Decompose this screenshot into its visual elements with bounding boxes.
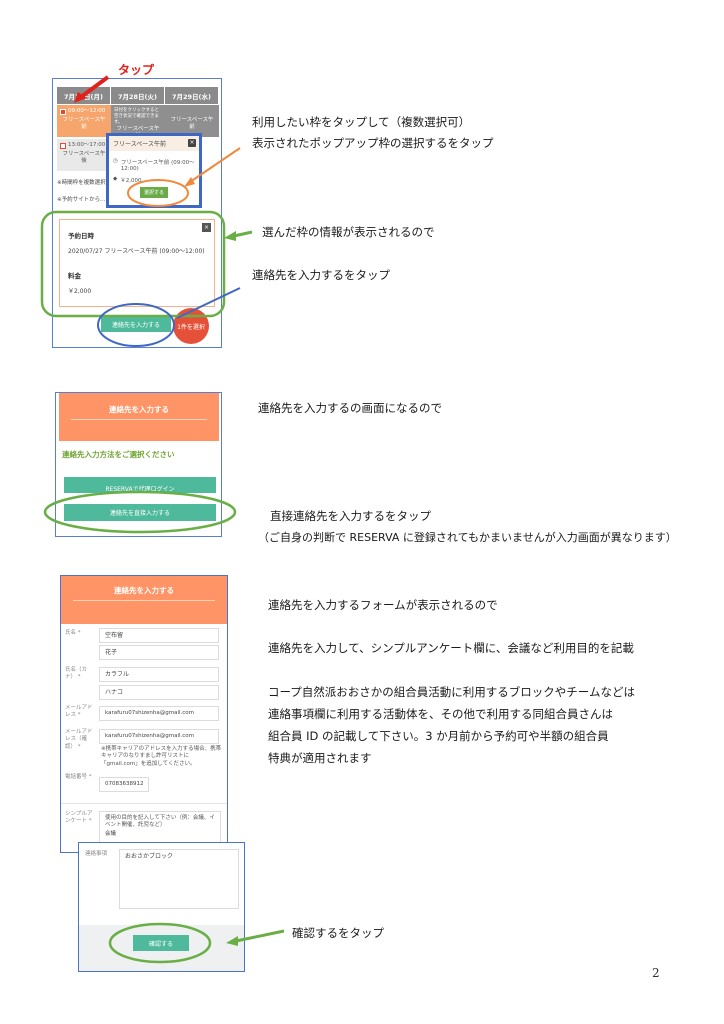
reserva-login-button[interactable]: RESERVAで代理ログイン (64, 477, 216, 493)
form-header: 連絡先を入力する (61, 576, 227, 624)
day-header-wed[interactable]: 7月29日(水) (165, 87, 219, 104)
page-number: 2 (652, 966, 660, 980)
blue-arrow (176, 287, 241, 319)
tap-arrow (79, 75, 110, 99)
enter-contact-button[interactable]: 連絡先を入力する (101, 316, 171, 332)
caption-contact-screen: 連絡先を入力するの画面になるので (258, 401, 442, 415)
fee-label: 料金 (68, 272, 81, 280)
caption-reserva-note: （ご自身の判断で RESERVA に登録されてもかまいませんが入力画面が異なりま… (258, 531, 677, 544)
phone-field[interactable]: 07083638912 (99, 777, 149, 792)
first-name-field[interactable]: 花子 (99, 645, 219, 660)
confirm-button-highlight (108, 922, 212, 964)
booking-date-value: 2020/07/27 フリースペース午前 (09:00〜12:00) (68, 248, 205, 255)
green-arrow-2-head (226, 936, 238, 946)
contact-method-screenshot: 連絡先を入力する 連絡先入力方法をご選択ください RESERVAで代理ログイン … (55, 392, 222, 537)
email-note: ※携帯キャリアのアドレスを入力する場合、携帯キャリアのなりすまし許可リストに「g… (101, 746, 222, 767)
survey-label: シンプルアンケート * (65, 811, 93, 825)
tag-icon: ◆ (113, 176, 118, 182)
selected-check-icon (60, 108, 66, 115)
select-button[interactable]: 選択する (140, 187, 168, 198)
last-name-field[interactable]: 空布留 (99, 628, 219, 643)
orange-arrow (189, 147, 241, 183)
clock-icon: ◷ (113, 158, 118, 164)
contact-button-highlight (97, 303, 175, 347)
close-icon[interactable]: × (188, 139, 196, 147)
confirm-button[interactable]: 確認する (133, 935, 189, 951)
orange-arrow-head (184, 177, 195, 187)
tap-label: タップ (118, 63, 155, 77)
name-label: 氏名 * (65, 630, 81, 636)
direct-contact-button[interactable]: 連絡先を直接入力する (64, 504, 216, 521)
notes-field[interactable]: おおさかブロック (119, 849, 239, 909)
calendar-note-2: ※予約サイトから… (57, 197, 106, 203)
slot-mon-morning[interactable]: 09:00〜12:00 フリースペース午前 (57, 105, 111, 137)
green-arrow-2 (235, 929, 285, 943)
caption-coop-3: 組合員 ID の記載して下さい。3 か月前から予約可や半額の組合員 (268, 729, 609, 743)
slot-mon-afternoon[interactable]: 13:00〜17:00 フリースペース午後 (57, 139, 111, 171)
fee-value: ￥2,000 (68, 288, 92, 295)
popup-time-row: ◷ フリースペース午前 (09:00〜12:00) (113, 158, 195, 172)
green-arrow-1-head (224, 231, 236, 241)
caption-tap-contact: 連絡先を入力するをタップ (252, 268, 390, 282)
popup-title: フリースペース午前 (113, 141, 166, 148)
slot-wed-morning[interactable]: フリースペース午前 (165, 105, 219, 137)
booking-date-label: 予約日時 (68, 232, 94, 240)
caption-coop-4: 特典が適用されます (268, 751, 372, 765)
caption-form-shown: 連絡先を入力するフォームが表示されるので (268, 598, 498, 612)
email-confirm-field[interactable]: karafuru07shizenha@gmail.com (99, 729, 219, 744)
info-highlight (40, 210, 226, 318)
checkbox-icon (60, 142, 66, 149)
tap-arrow-head (74, 92, 87, 103)
contact-form-screenshot: 連絡先を入力する 氏名 * 空布留 花子 氏名（カナ） * カラフル ハナコ メ… (60, 575, 228, 853)
caption-info-shown: 選んだ枠の情報が表示されるので (262, 225, 435, 239)
caption-tap-direct: 直接連絡先を入力するをタップ (270, 509, 431, 523)
email-confirm-label: メールアドレス（確認） * (65, 729, 93, 750)
direct-button-highlight (43, 490, 237, 534)
popup-header: フリースペース午前 × (109, 136, 199, 151)
contact-method-prompt: 連絡先入力方法をご選択ください (62, 450, 175, 459)
green-arrow-1 (233, 230, 253, 238)
caption-select-slot: 利用したい枠をタップして（複数選択可） (252, 115, 471, 129)
caption-coop-1: コープ自然派おおさかの組合員活動に利用するブロックやチームなどは (268, 685, 635, 699)
caption-tap-confirm: 確認するをタップ (292, 926, 384, 940)
caption-coop-2: 連絡事項欄に利用する活動体を、その他で利用する同組合員さんは (268, 707, 613, 721)
email-label: メールアドレス * (65, 705, 93, 719)
select-highlight (127, 179, 189, 207)
email-field[interactable]: karafuru07shizenha@gmail.com (99, 706, 219, 721)
booking-info-card: × 予約日時 2020/07/27 フリースペース午前 (09:00〜12:00… (59, 219, 215, 307)
contact-header: 連絡先を入力する (59, 393, 219, 441)
first-kana-field[interactable]: ハナコ (99, 685, 219, 700)
notes-label: 連絡事項 (85, 851, 108, 857)
caption-tap-popup: 表示されたポップアップ枠の選択するをタップ (252, 136, 494, 150)
day-header-tue[interactable]: 7月28日(火) (111, 87, 165, 104)
selection-count-fab[interactable]: 1件を選択 (173, 308, 209, 344)
last-kana-field[interactable]: カラフル (99, 667, 219, 682)
close-icon[interactable]: × (202, 223, 211, 232)
popup-price-row: ◆ ￥2,000 (113, 176, 142, 184)
notes-confirm-screenshot: 連絡事項 おおさかブロック 確認する (78, 842, 245, 972)
caption-fill-form: 連絡先を入力して、シンプルアンケート欄に、会議など利用目的を記載 (268, 641, 634, 655)
phone-label: 電話番号 * (65, 774, 92, 780)
kana-label: 氏名（カナ） * (65, 667, 88, 681)
